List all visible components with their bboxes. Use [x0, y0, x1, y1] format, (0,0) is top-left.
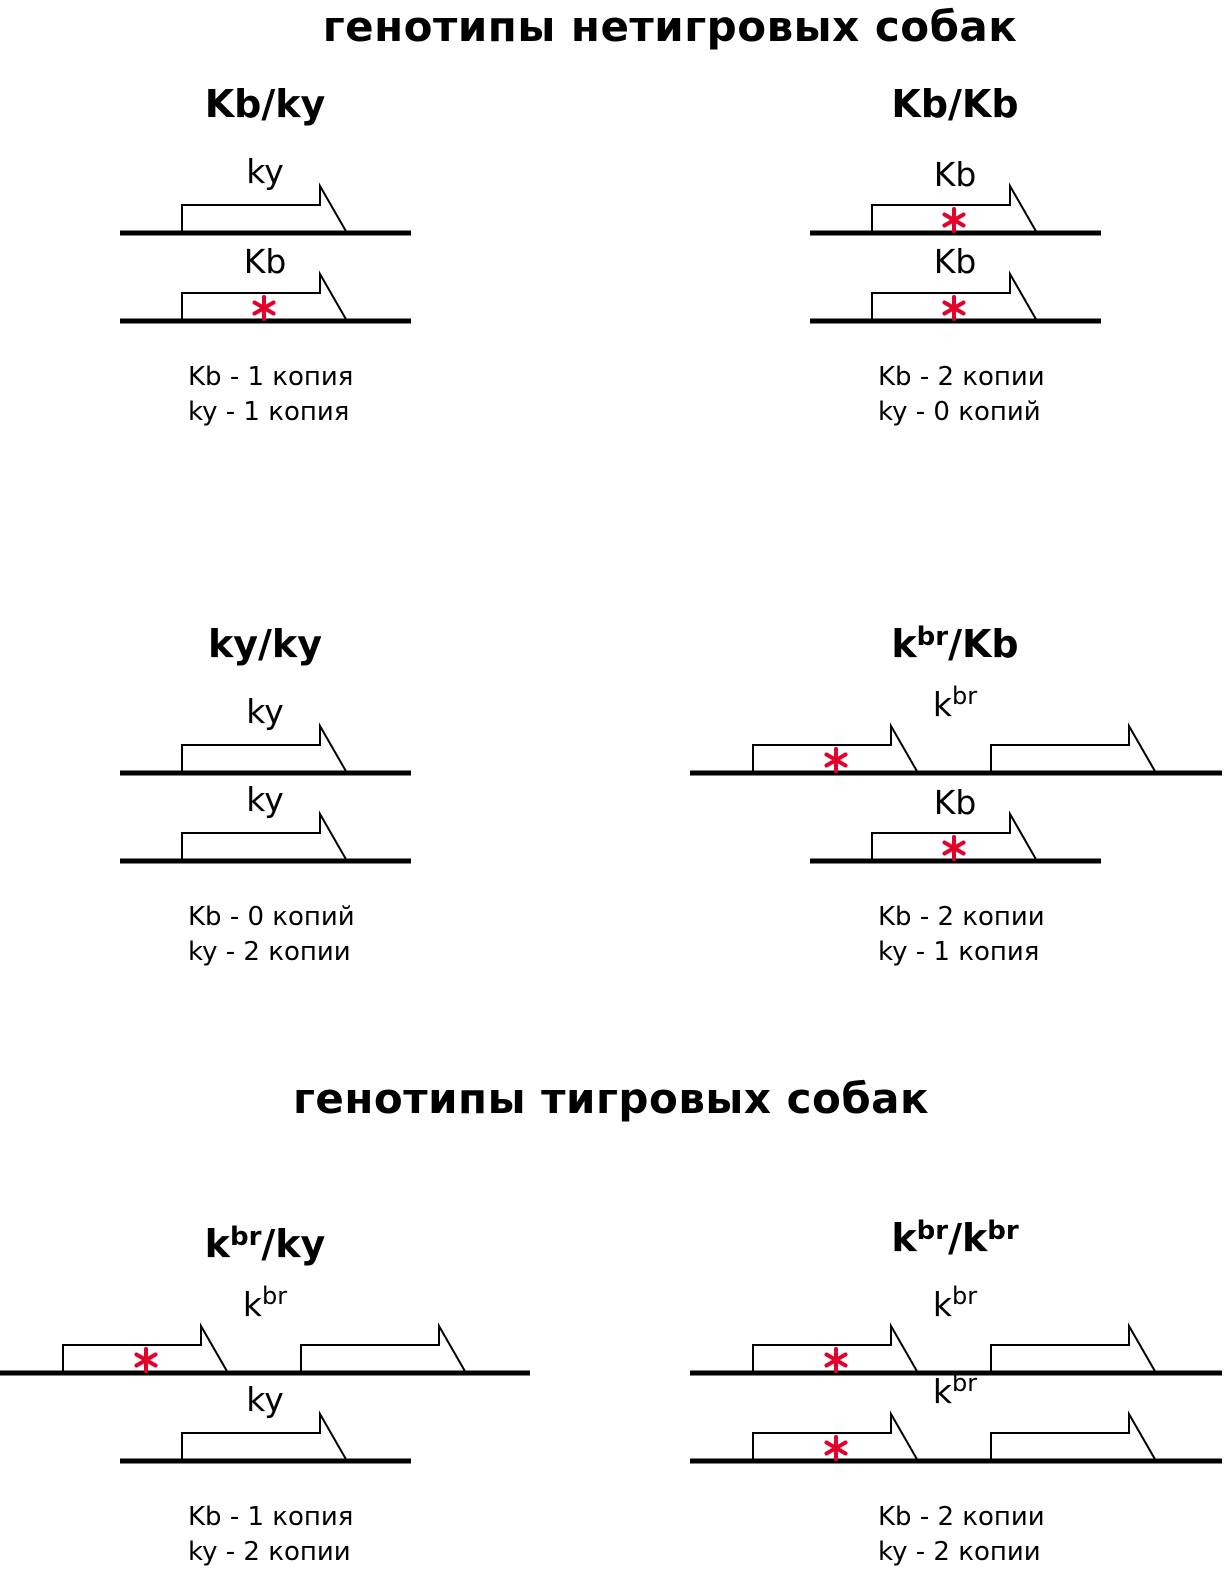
- genotype-text-pre: k: [891, 622, 917, 666]
- copy-count-ky: ky - 0 копий: [878, 397, 1041, 427]
- allele-label-text: ky: [246, 780, 284, 819]
- genotype-heading-kbr-kb: kbr/Kb: [755, 622, 1155, 666]
- copy-count-kb: Kb - 1 копия: [188, 362, 354, 392]
- copy-counts: Kb - 2 копии ky - 2 копии: [878, 1500, 1178, 1570]
- gene-arrow: [752, 1410, 919, 1462]
- genotype-heading-ky-ky: ky/ky: [65, 622, 465, 666]
- allele-label: ky: [165, 780, 365, 819]
- genotype-heading-kb-ky: Kb/ky: [65, 82, 465, 126]
- copy-counts: Kb - 1 копия ky - 2 копии: [188, 1500, 488, 1570]
- section-title-non-brindle: генотипы нетигровых собак: [322, 2, 1018, 51]
- gene-arrow: [871, 810, 1038, 862]
- allele-label: Kb: [165, 242, 365, 281]
- copy-count-ky: ky - 1 копия: [188, 397, 350, 427]
- gene-arrow: [181, 1410, 348, 1462]
- genotype-text-post: /k: [948, 1216, 988, 1260]
- allele-label-text: ky: [246, 692, 284, 731]
- genotype-text-pre: k: [891, 1216, 917, 1260]
- genotype-heading-kbr-ky: kbr/ky: [65, 1222, 465, 1266]
- mutation-asterisk: [824, 1435, 848, 1461]
- copy-count-kb: Kb - 0 копий: [188, 902, 355, 932]
- genotype-heading-kb-kb: Kb/Kb: [755, 82, 1155, 126]
- genotype-heading-kbr-kbr: kbr/kbr: [755, 1216, 1155, 1260]
- copy-count-ky: ky - 2 копии: [878, 1537, 1041, 1567]
- mutation-asterisk-stroke: [824, 752, 848, 768]
- allele-label-text: k: [932, 685, 952, 724]
- mutation-asterisk: [942, 207, 966, 233]
- copy-count-kb: Kb - 1 копия: [188, 1502, 354, 1532]
- mutation-asterisk: [942, 835, 966, 861]
- gene-arrow: [990, 722, 1157, 774]
- genotype-text-pre: k: [204, 1222, 230, 1266]
- allele-label-text: Kb: [933, 783, 977, 822]
- mutation-asterisk-stroke: [824, 1352, 848, 1368]
- allele-label-text: k: [932, 1372, 952, 1411]
- allele-label-text: k: [932, 1285, 952, 1324]
- gene-arrow: [752, 1322, 919, 1374]
- genotype-text-post: /ky: [261, 1222, 326, 1266]
- allele-label: ky: [165, 692, 365, 731]
- copy-count-kb: Kb - 2 копии: [878, 362, 1045, 392]
- gene-arrow: [62, 1322, 229, 1374]
- section-title-brindle: генотипы тигровых собак: [292, 1074, 930, 1123]
- gene-arrow: [990, 1410, 1157, 1462]
- copy-counts: Kb - 2 копии ky - 0 копий: [878, 360, 1178, 430]
- gene-arrow: [181, 182, 348, 234]
- genotype-text-post: /Kb: [948, 622, 1019, 666]
- copy-counts: Kb - 2 копии ky - 1 копия: [878, 900, 1178, 970]
- copy-count-ky: ky - 2 копии: [188, 1537, 351, 1567]
- gene-arrow: [871, 182, 1038, 234]
- allele-label-text: Kb: [933, 242, 977, 281]
- gene-arrow: [990, 1322, 1157, 1374]
- genotype-text: Kb/ky: [204, 82, 326, 126]
- genotype-text: Kb/Kb: [891, 82, 1019, 126]
- allele-label-text: k: [242, 1285, 262, 1324]
- gene-arrow: [181, 722, 348, 774]
- allele-label-text: ky: [246, 152, 284, 191]
- allele-label-text: Kb: [933, 155, 977, 194]
- allele-label: kbr: [855, 682, 1055, 724]
- allele-label-text: Kb: [243, 242, 287, 281]
- mutation-asterisk: [942, 295, 966, 321]
- gene-arrow: [300, 1322, 467, 1374]
- allele-label: Kb: [855, 783, 1055, 822]
- genotype-text-sup: br: [916, 1216, 949, 1246]
- allele-label: Kb: [855, 242, 1055, 281]
- mutation-asterisk: [824, 747, 848, 773]
- mutation-asterisk-stroke: [252, 300, 276, 316]
- mutation-asterisk: [134, 1347, 158, 1373]
- allele-label-sup: br: [952, 682, 978, 710]
- copy-counts: Kb - 0 копий ky - 2 копии: [188, 900, 488, 970]
- mutation-asterisk: [252, 295, 276, 321]
- copy-counts: Kb - 1 копия ky - 1 копия: [188, 360, 488, 430]
- gene-arrow: [181, 270, 348, 322]
- mutation-asterisk-stroke: [942, 300, 966, 316]
- genotype-text-sup2: br: [987, 1216, 1019, 1246]
- mutation-asterisk: [824, 1347, 848, 1373]
- allele-label-text: ky: [246, 1380, 284, 1419]
- copy-count-kb: Kb - 2 копии: [878, 1502, 1045, 1532]
- genotype-text-sup: br: [916, 622, 949, 652]
- copy-count-kb: Kb - 2 копии: [878, 902, 1045, 932]
- copy-count-ky: ky - 2 копии: [188, 937, 351, 967]
- mutation-asterisk-stroke: [824, 1440, 848, 1456]
- allele-label: kbr: [855, 1282, 1055, 1324]
- gene-arrow: [181, 810, 348, 862]
- gene-arrow: [871, 270, 1038, 322]
- allele-label-sup: br: [952, 1282, 978, 1310]
- mutation-asterisk-stroke: [134, 1352, 158, 1368]
- gene-arrow: [752, 722, 919, 774]
- allele-label: Kb: [855, 155, 1055, 194]
- allele-label: kbr: [165, 1282, 365, 1324]
- mutation-asterisk-stroke: [942, 840, 966, 856]
- genotype-text: ky/ky: [208, 622, 322, 666]
- allele-label: ky: [165, 152, 365, 191]
- mutation-asterisk-stroke: [942, 212, 966, 228]
- genotype-text-sup: br: [229, 1222, 262, 1252]
- copy-count-ky: ky - 1 копия: [878, 937, 1040, 967]
- allele-label-sup: br: [262, 1282, 288, 1310]
- allele-label: ky: [165, 1380, 365, 1419]
